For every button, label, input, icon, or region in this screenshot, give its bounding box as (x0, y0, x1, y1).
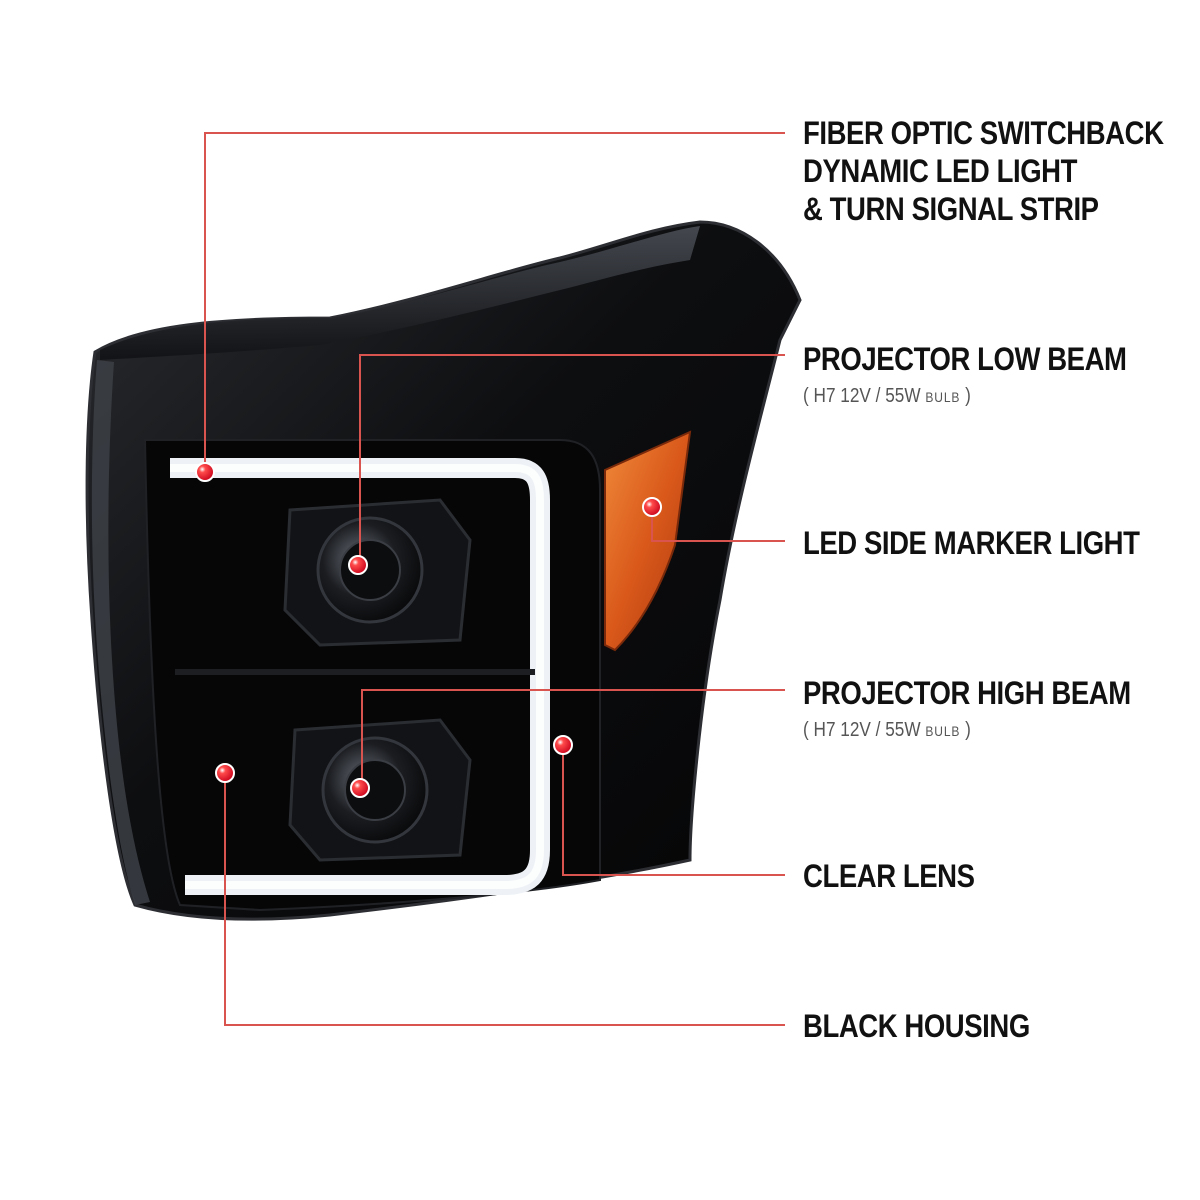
callout-dot-low-beam (348, 555, 368, 575)
amber-side-marker (604, 430, 692, 652)
callout-dot-side-marker (642, 497, 662, 517)
spec-unit: BULB (925, 389, 961, 405)
label-clear-lens: CLEAR LENS (803, 858, 975, 894)
callout-line-side-marker (651, 507, 785, 542)
label-fiber-optic: FIBER OPTIC SWITCHBACK DYNAMIC LED LIGHT… (803, 114, 1164, 228)
spec-main: H7 12V / 55W (813, 385, 921, 407)
label-fiber-optic-line1: FIBER OPTIC SWITCHBACK (803, 115, 1164, 151)
housing-top-lip (100, 226, 700, 360)
spec-close-paren: ) (965, 385, 971, 407)
label-low-beam-spec: ( H7 12V / 55W BULB ) (803, 384, 971, 409)
label-high-beam: PROJECTOR HIGH BEAM (803, 675, 1131, 711)
spec-close-paren: ) (965, 719, 971, 741)
low-beam-projector (283, 498, 472, 647)
callout-dot-black-housing (215, 763, 235, 783)
callout-dots (195, 462, 662, 798)
callout-dot-fiber-optic (195, 462, 215, 482)
callout-lines (204, 132, 785, 1026)
high-beam-projector (288, 718, 472, 862)
spec-unit: BULB (925, 723, 961, 739)
label-high-beam-spec: ( H7 12V / 55W BULB ) (803, 718, 971, 743)
callout-dot-high-beam (350, 778, 370, 798)
callout-line-fiber-optic (204, 132, 785, 472)
spec-open-paren: ( (803, 385, 809, 407)
label-fiber-optic-line3: & TURN SIGNAL STRIP (803, 191, 1099, 227)
callout-line-clear-lens (562, 745, 785, 876)
callout-line-high-beam (361, 689, 785, 788)
callout-line-low-beam (359, 354, 785, 565)
label-fiber-optic-line2: DYNAMIC LED LIGHT (803, 153, 1077, 189)
callout-line-black-housing (224, 773, 785, 1026)
spec-open-paren: ( (803, 719, 809, 741)
spec-main: H7 12V / 55W (813, 719, 921, 741)
label-low-beam: PROJECTOR LOW BEAM (803, 341, 1127, 377)
label-side-marker: LED SIDE MARKER LIGHT (803, 525, 1140, 561)
housing-left-edge (91, 360, 150, 905)
label-black-housing: BLACK HOUSING (803, 1008, 1030, 1044)
callout-dot-clear-lens (553, 735, 573, 755)
